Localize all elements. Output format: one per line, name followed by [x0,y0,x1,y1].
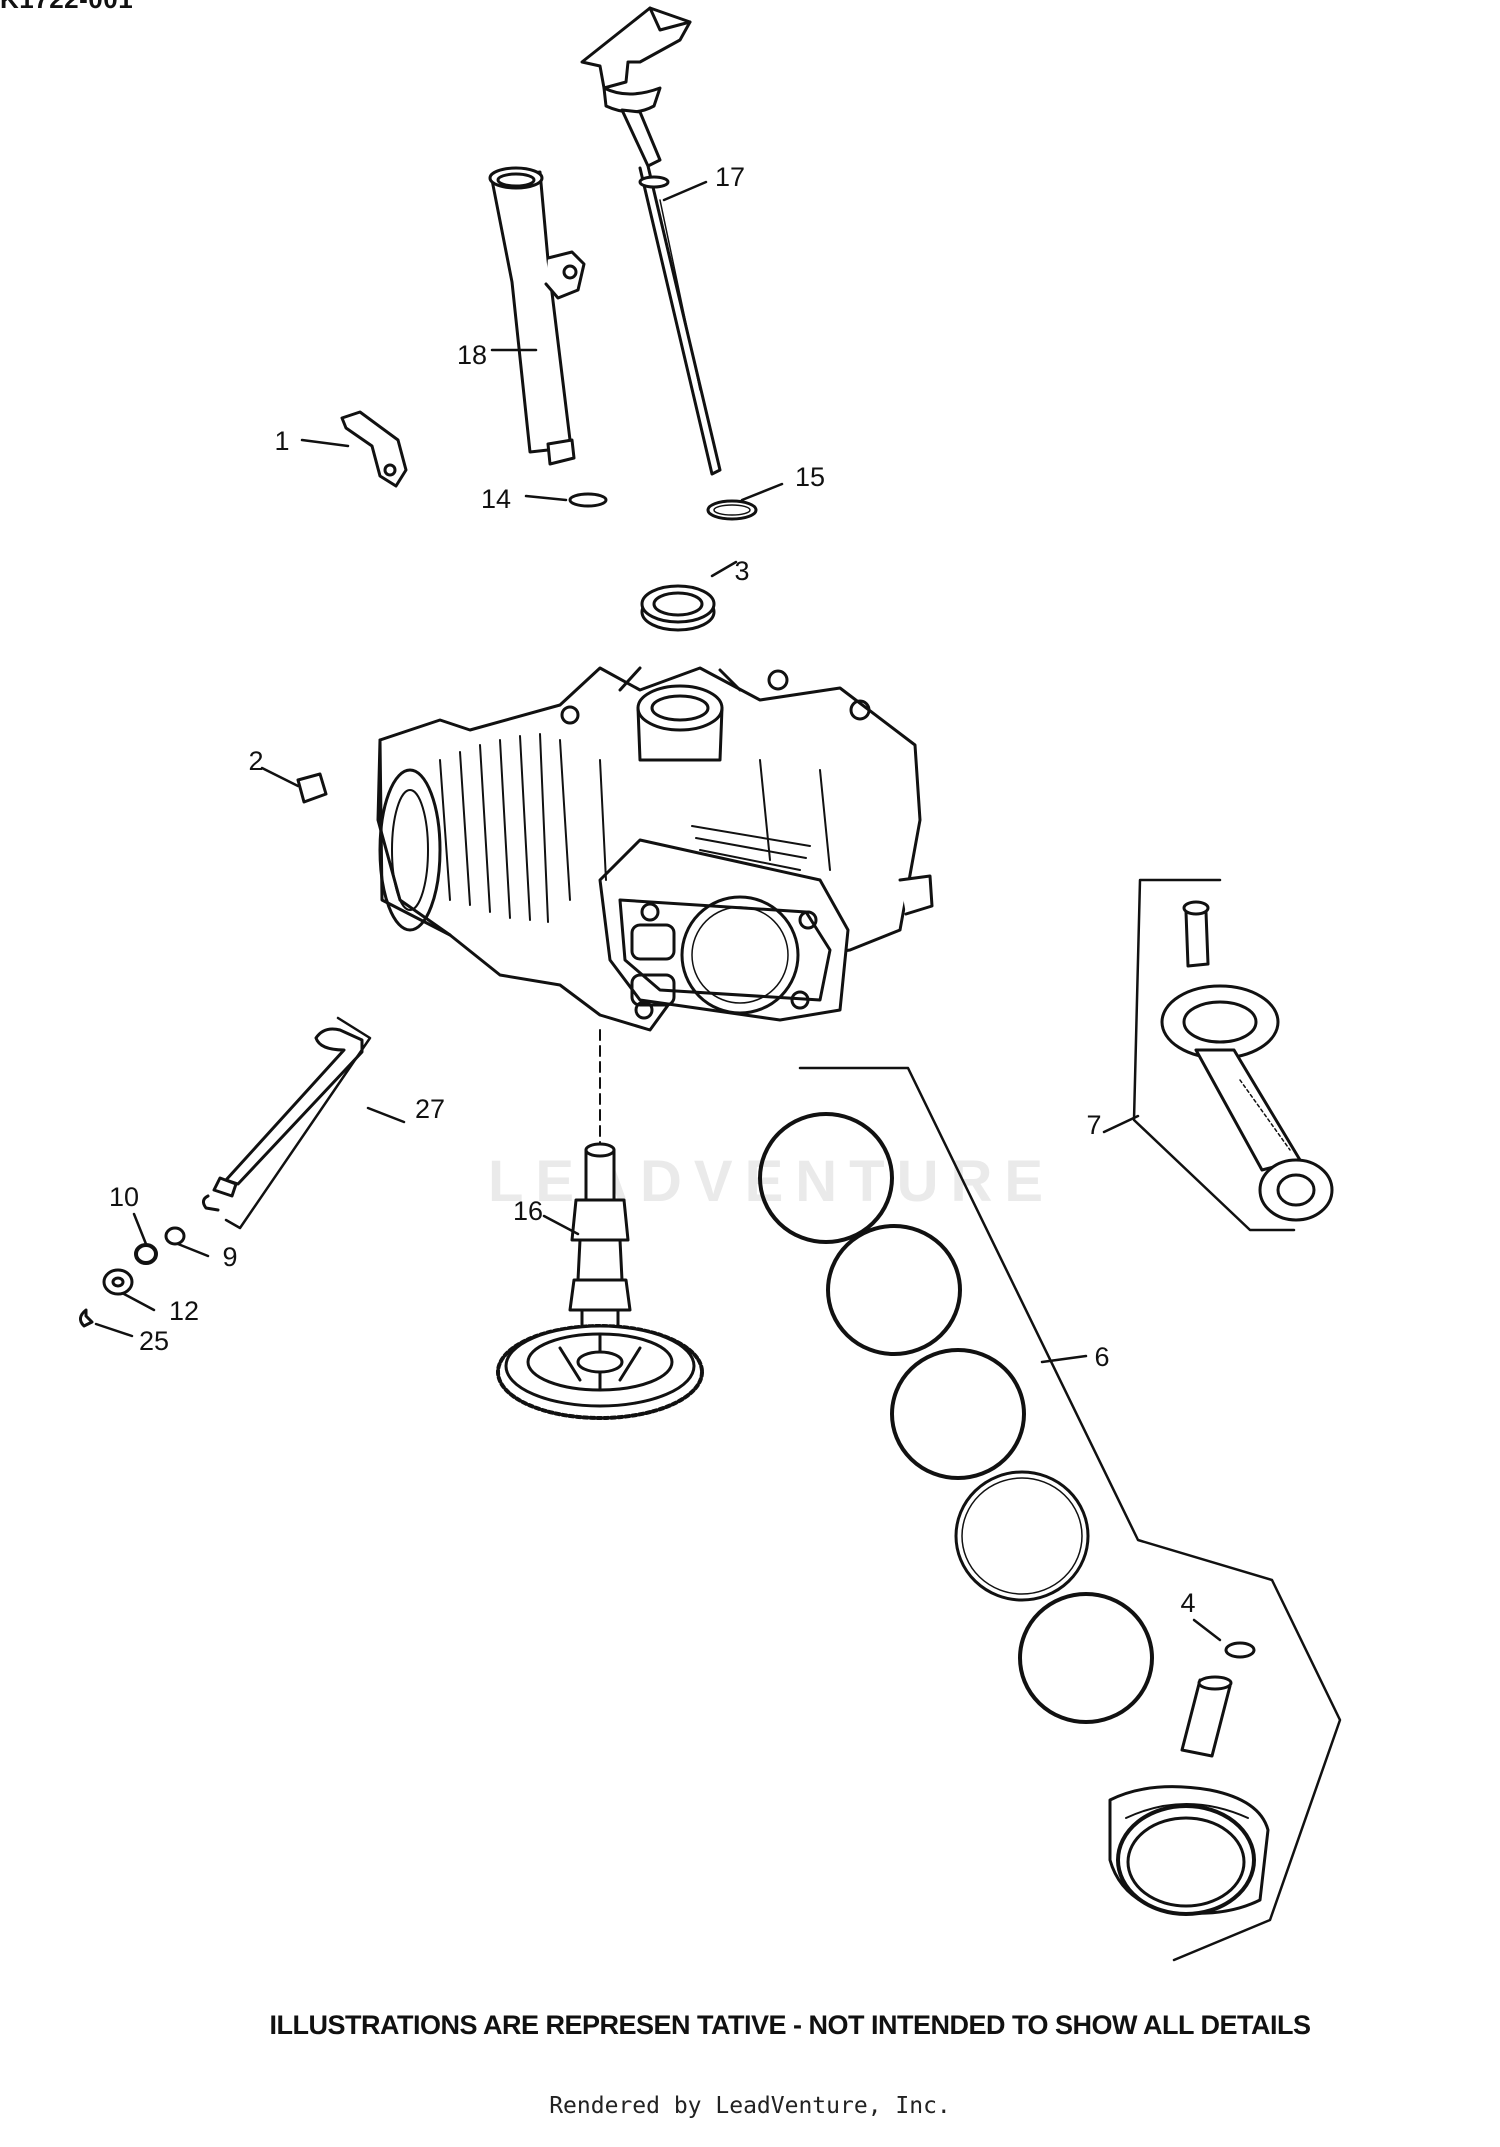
callout-17: 17 [715,162,745,192]
callout-12: 12 [169,1296,199,1326]
diagram-id: K1722-001 [0,0,133,15]
part-27-governor-shaft[interactable] [201,1027,364,1212]
callout-18: 18 [457,340,487,370]
part-15-o-ring[interactable] [706,499,758,521]
callout-15: 15 [795,462,825,492]
callout-14: 14 [481,484,511,514]
disclaimer-text: ILLUSTRATIONS ARE REPRESEN TATIVE - NOT … [269,2010,1311,2040]
part-7-bracket-line [1132,878,1296,1232]
part-9-o-ring[interactable] [164,1226,186,1246]
part-3-oil-seal[interactable] [640,584,716,632]
part-16-camshaft[interactable] [496,1142,704,1420]
part-7-connecting-rod-kit[interactable] [1160,900,1334,1222]
part-4-piston-pin-clip[interactable] [1224,1641,1256,1659]
callout-25: 25 [139,1326,169,1356]
callout-labels: 1 2 3 4 6 7 9 10 12 14 15 16 17 18 25 27 [109,162,1196,1618]
callout-1: 1 [274,426,289,456]
rendered-by-footer: Rendered by LeadVenture, Inc. [549,2093,951,2119]
callout-27: 27 [415,1094,445,1124]
part-2-plug[interactable] [296,772,328,804]
callout-2: 2 [248,746,263,776]
callout-7: 7 [1086,1110,1101,1140]
callout-4: 4 [1180,1588,1195,1618]
crankcase-block [376,666,934,1032]
part-14-o-ring[interactable] [568,492,608,508]
piston[interactable] [1108,1785,1270,1916]
piston-pin[interactable] [1180,1675,1233,1758]
part-18-dipstick-tube[interactable] [488,166,586,466]
callout-6: 6 [1094,1342,1109,1372]
callout-9: 9 [222,1242,237,1272]
part-17-dipstick[interactable] [580,6,722,476]
callout-3: 3 [734,556,749,586]
callout-10: 10 [109,1182,139,1212]
part-12-washer[interactable] [102,1268,134,1296]
part-10-washer[interactable] [134,1243,158,1265]
part-27-bracket-line [224,1016,372,1230]
part-25-clip[interactable] [79,1308,94,1328]
part-1-bracket[interactable] [340,410,408,488]
part-6-bracket-line [798,1066,1342,1962]
part-6-piston-rings[interactable] [758,1112,1154,1724]
leader-lines [94,180,1222,1642]
callout-16: 16 [513,1196,543,1226]
